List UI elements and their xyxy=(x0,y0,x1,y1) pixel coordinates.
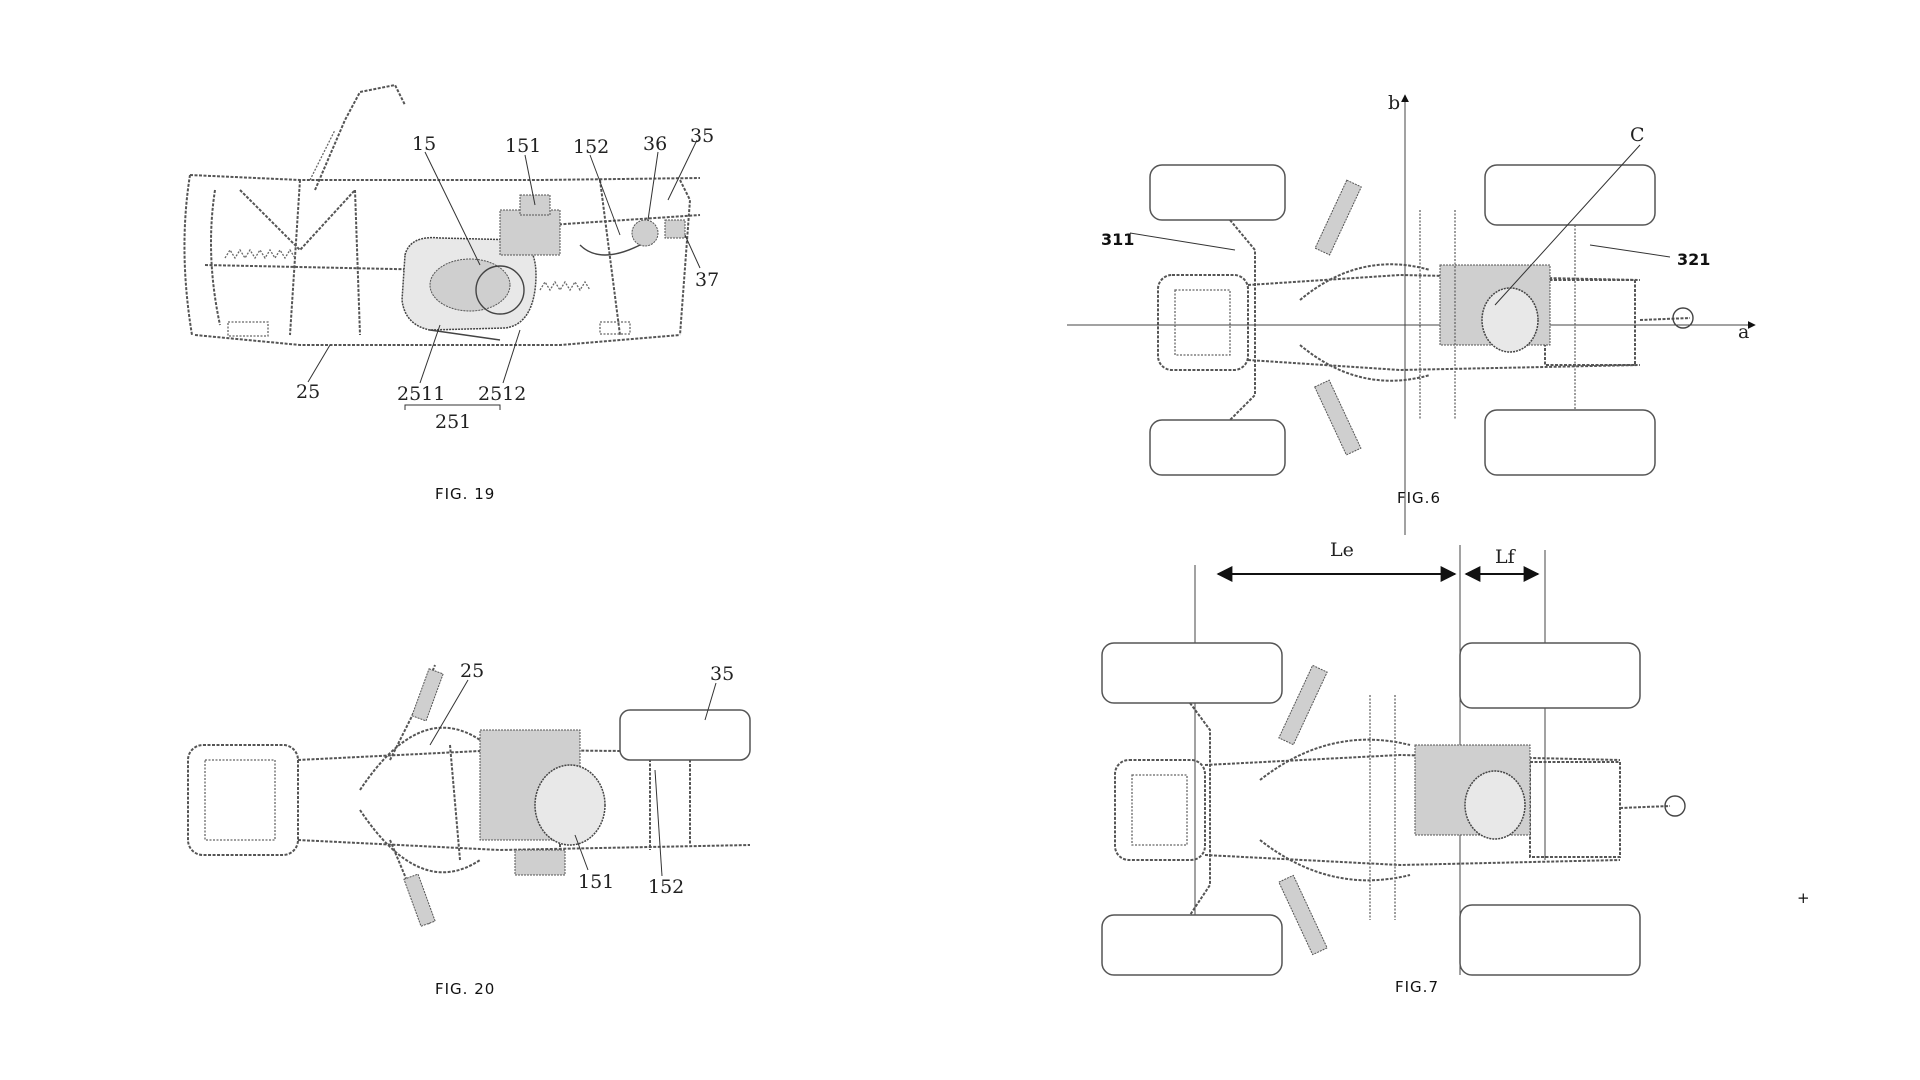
intake-pipe-152 xyxy=(579,244,641,256)
muffler-35 xyxy=(619,709,751,761)
fig6-label-321: 321 xyxy=(1677,250,1710,269)
fig19-label-15: 15 xyxy=(412,133,436,155)
fig20-label-152: 152 xyxy=(648,876,684,898)
fig6-caption: FIG.6 xyxy=(1397,489,1441,507)
fig19-label-36: 36 xyxy=(643,133,667,155)
fig7-tire-front-left xyxy=(1101,642,1283,704)
engine-top xyxy=(479,729,606,876)
engine-15 xyxy=(401,194,561,341)
fig19-label-151: 151 xyxy=(505,135,541,157)
tire-rear-left xyxy=(1484,164,1656,226)
fig19-label-2511: 2511 xyxy=(397,383,445,405)
fig7-tire-rear-right xyxy=(1459,904,1641,976)
fig6-top-view: b a C 311 321 FIG.6 xyxy=(1067,92,1756,535)
tire-front-left xyxy=(1149,164,1286,221)
fig7-label-Lf: Lf xyxy=(1495,546,1517,568)
fig19-caption: FIG. 19 xyxy=(435,485,495,503)
fig6-axis-label-b: b xyxy=(1388,92,1400,114)
fig7-chassis xyxy=(1114,664,1686,956)
tire-rear-right xyxy=(1484,409,1656,476)
fig7-caption: FIG.7 xyxy=(1395,978,1439,996)
fig7-tire-rear-left xyxy=(1459,642,1641,709)
tire-front-right xyxy=(1149,419,1286,476)
fig20-label-25: 25 xyxy=(460,660,484,682)
fig20-top-view: 25 35 151 152 FIG. 20 xyxy=(187,660,751,998)
stray-mark: + xyxy=(1797,889,1811,907)
fig19-label-35: 35 xyxy=(690,125,714,147)
component-36 xyxy=(631,219,659,247)
fig19-label-152: 152 xyxy=(573,136,609,158)
fig6-axis-label-a: a xyxy=(1738,321,1749,343)
fig19-label-251: 251 xyxy=(435,411,471,433)
fig19-label-25: 25 xyxy=(296,381,320,403)
fig19-frame xyxy=(183,83,701,346)
fig20-label-35: 35 xyxy=(710,663,734,685)
fig6-label-C: C xyxy=(1630,124,1645,146)
fig7-label-Le: Le xyxy=(1330,539,1354,561)
fig19-side-view: 15 151 152 36 35 37 25 2511 2512 251 FIG… xyxy=(183,83,719,503)
fig6-label-311: 311 xyxy=(1101,230,1134,249)
fig19-label-2512: 2512 xyxy=(478,383,526,405)
component-37 xyxy=(664,219,686,239)
fig7-top-view: Le Lf FIG.7 + xyxy=(1101,539,1811,996)
fig7-tire-front-right xyxy=(1101,914,1283,976)
fig19-label-37: 37 xyxy=(695,269,719,291)
fig20-label-151: 151 xyxy=(578,871,614,893)
fig20-caption: FIG. 20 xyxy=(435,980,495,998)
